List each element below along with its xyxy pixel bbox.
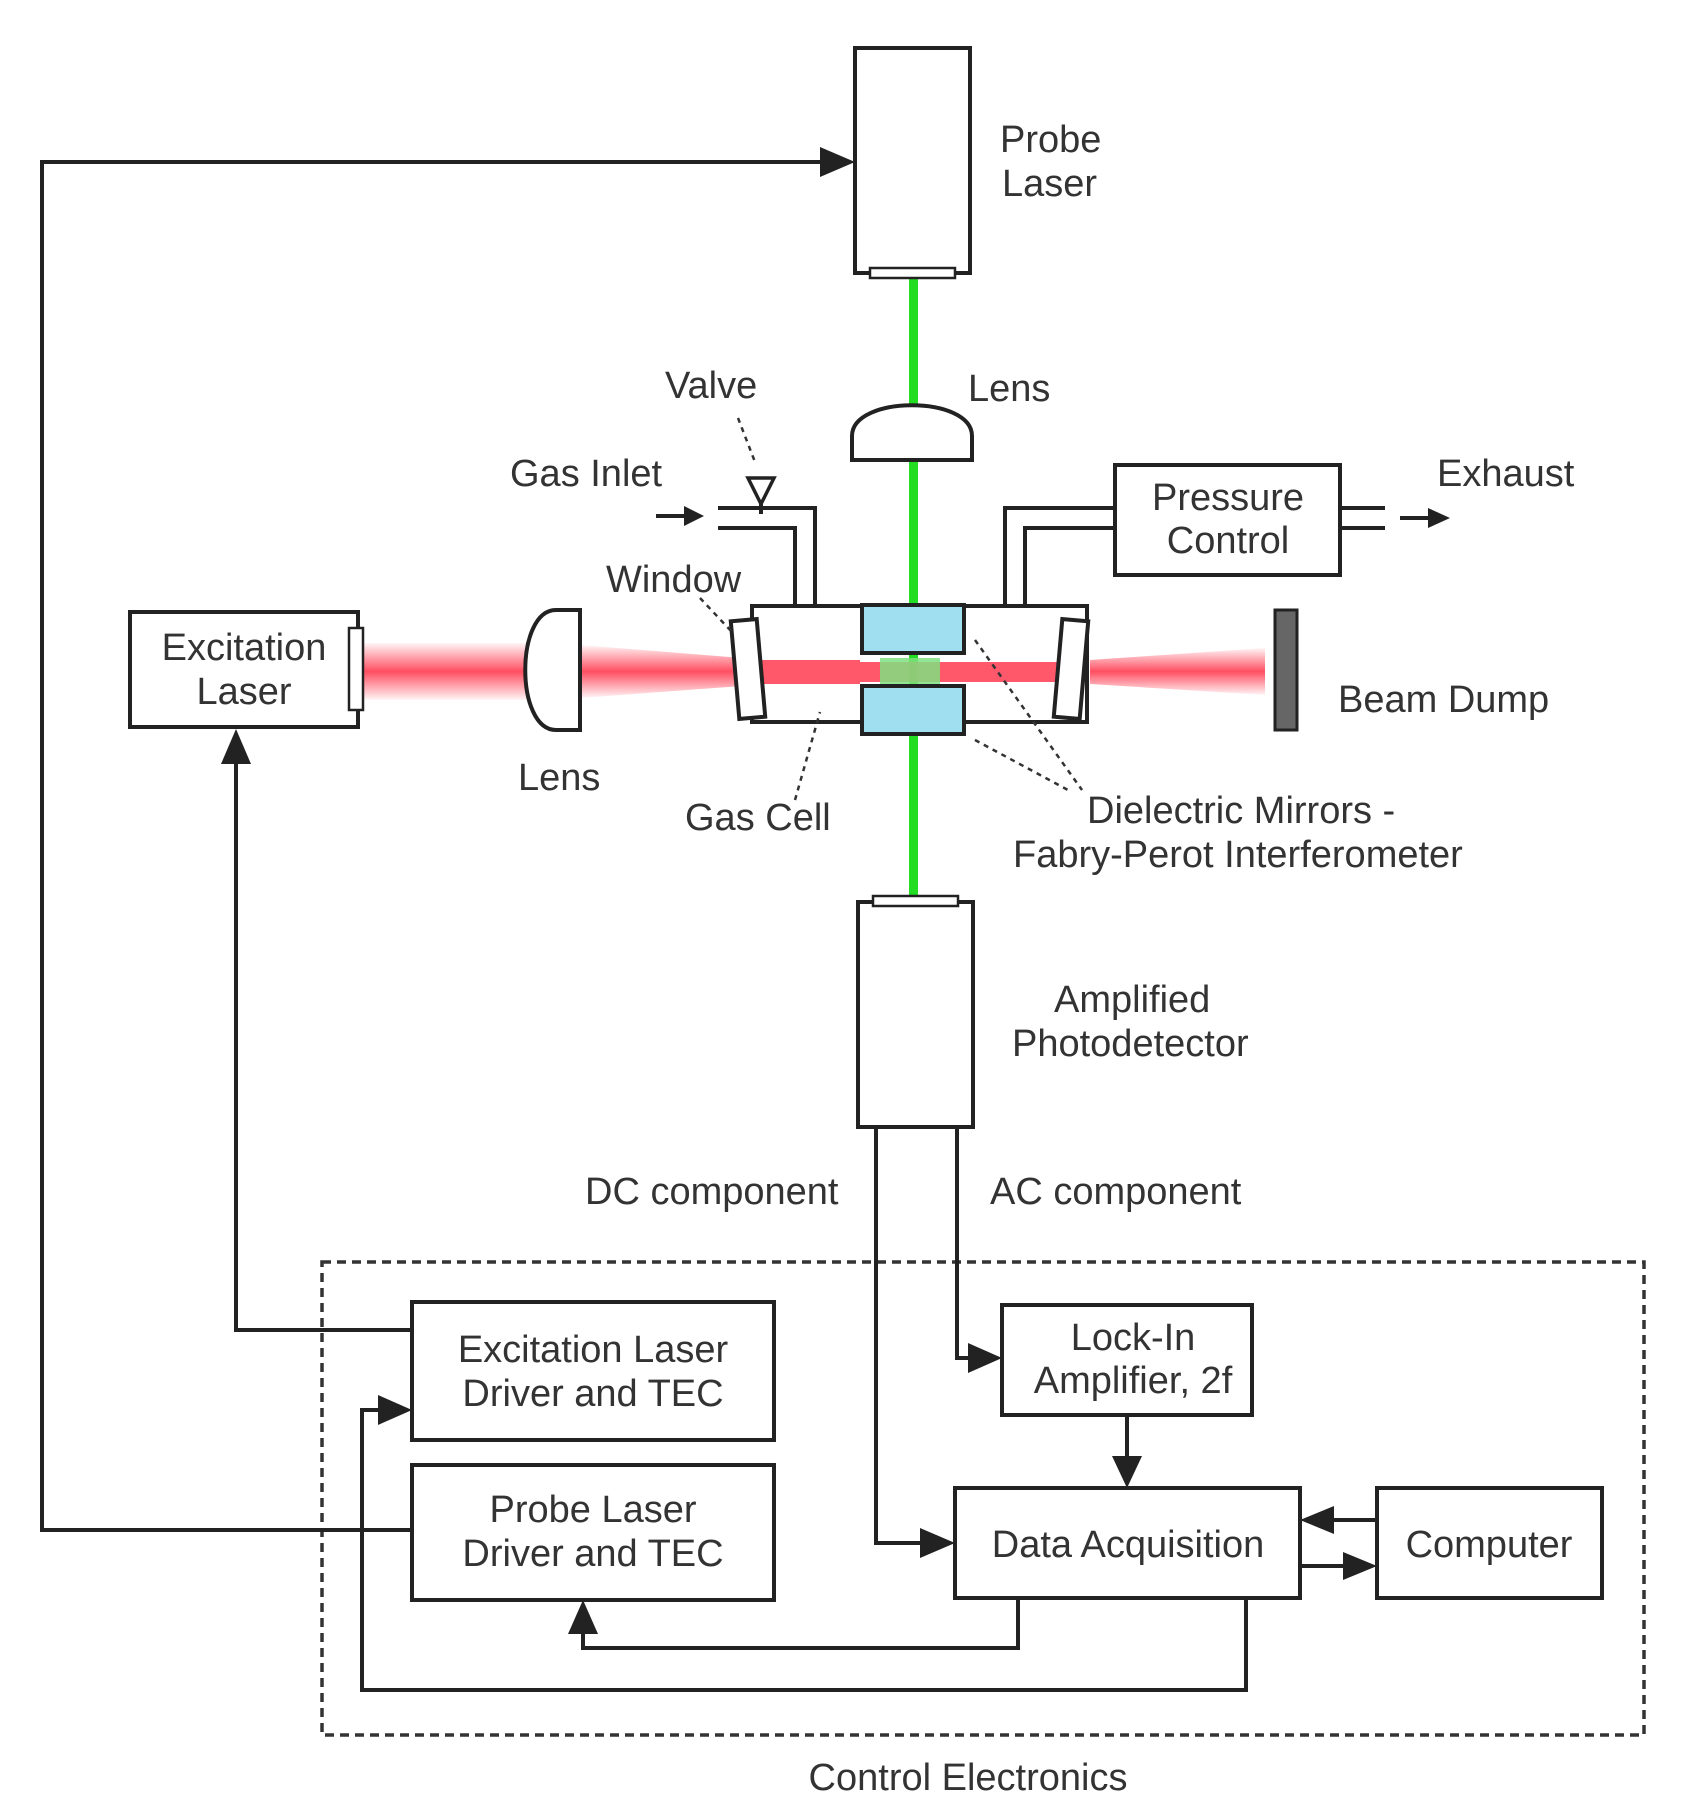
- arrow-lockin-to-daq: [1112, 1456, 1142, 1488]
- dielectric-mirrors: [860, 603, 966, 736]
- lockin-label-1: Lock-In: [1071, 1317, 1196, 1359]
- computer-label: Computer: [1406, 1524, 1573, 1566]
- excitation-laser-label-2: Laser: [196, 671, 291, 713]
- top-lens: [850, 403, 974, 462]
- wire-exc-driver-to-laser: [234, 762, 412, 1332]
- wire-ac-component: [955, 1127, 970, 1360]
- window-left: [728, 616, 768, 722]
- photodetector-label-2: Photodetector: [1012, 1023, 1249, 1065]
- control-electronics-label: Control Electronics: [809, 1757, 1128, 1799]
- probe-driver-label-1: Probe Laser: [489, 1489, 696, 1531]
- arrow-excitation-laser: [221, 729, 251, 764]
- excitation-driver-label-1: Excitation Laser: [458, 1329, 729, 1371]
- probe-laser: [853, 46, 972, 280]
- arrow-to-probe-driver: [568, 1600, 598, 1634]
- excitation-driver-box: [410, 1300, 776, 1442]
- probe-laser-label-2: Laser: [1002, 163, 1097, 205]
- beam-dump-label: Beam Dump: [1338, 679, 1549, 721]
- dielectric-mirrors-label-2: Fabry-Perot Interferometer: [1013, 834, 1463, 876]
- dielectric-mirrors-label-1: Dielectric Mirrors -: [1087, 790, 1395, 832]
- left-lens: [523, 608, 582, 732]
- daq-label: Data Acquisition: [992, 1524, 1265, 1566]
- wire-dc-component: [874, 1127, 922, 1545]
- window-right: [1051, 616, 1091, 722]
- pressure-control-box: [1113, 463, 1342, 577]
- computer-box: [1375, 1486, 1604, 1600]
- gas-cell-label: Gas Cell: [685, 797, 831, 839]
- excitation-laser-label-1: Excitation: [162, 627, 327, 669]
- probe-driver-label-2: Driver and TEC: [462, 1533, 723, 1575]
- wire-daq-to-probe-driver: [581, 1598, 1020, 1650]
- excitation-laser: [128, 610, 365, 729]
- excitation-beam: [358, 643, 1265, 700]
- probe-laser-label-1: Probe: [1000, 119, 1101, 161]
- pressure-control-label-1: Pressure: [1152, 477, 1304, 519]
- photodetector-label-1: Amplified: [1054, 979, 1210, 1021]
- arrow-ac-to-lockin: [968, 1343, 1002, 1373]
- exhaust-label: Exhaust: [1437, 453, 1575, 495]
- arrow-daq-to-computer: [1343, 1552, 1377, 1580]
- gas-cell-pointer: [793, 711, 822, 801]
- arrow-computer-to-daq: [1300, 1506, 1334, 1534]
- window-label: Window: [606, 559, 742, 601]
- exhaust-arrow: [1400, 508, 1450, 528]
- lockin-label-2: Amplifier, 2f: [1034, 1360, 1233, 1402]
- gas-inlet-arrow: [656, 506, 704, 526]
- mirror-pointers: [973, 639, 1084, 792]
- window-pointer: [699, 597, 733, 633]
- daq-box: [953, 1486, 1302, 1600]
- ac-component-label: AC component: [990, 1171, 1242, 1213]
- arrow-to-exc-driver: [378, 1395, 412, 1425]
- probe-beam: [909, 275, 918, 900]
- wire-daq-to-exc-driver: [360, 1408, 1248, 1692]
- arrow-probe-laser: [820, 147, 855, 177]
- wire-probe-driver-to-laser: [40, 160, 822, 1532]
- gas-inlet-pipe: [718, 506, 817, 606]
- excitation-driver-label-2: Driver and TEC: [462, 1373, 723, 1415]
- gas-inlet-label: Gas Inlet: [510, 453, 663, 495]
- dc-component-label: DC component: [585, 1171, 839, 1213]
- arrow-dc-to-daq: [920, 1528, 955, 1558]
- valve-pointer: [736, 417, 757, 463]
- probe-driver-box: [410, 1463, 776, 1602]
- photodetector: [856, 894, 975, 1129]
- pressure-control-label-2: Control: [1167, 520, 1290, 562]
- pressure-control-pipe: [1003, 506, 1385, 606]
- beam-dump: [1273, 608, 1299, 732]
- control-electronics-enclosure: [320, 1260, 1646, 1737]
- valve-label: Valve: [665, 365, 757, 407]
- top-lens-label: Lens: [968, 368, 1050, 410]
- left-lens-label: Lens: [518, 757, 600, 799]
